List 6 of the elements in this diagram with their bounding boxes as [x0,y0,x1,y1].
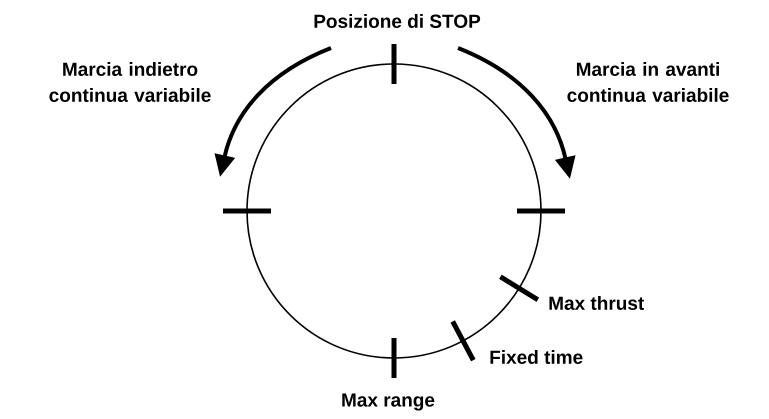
label: Max thrust [549,296,644,310]
label: Marcia in avanti continua variabile [567,62,729,102]
label: Max range [342,393,434,411]
label: Posizione di STOP [314,14,480,28]
label: Marcia indietro continua variabile [49,62,211,102]
label: Fixed time [490,350,582,364]
